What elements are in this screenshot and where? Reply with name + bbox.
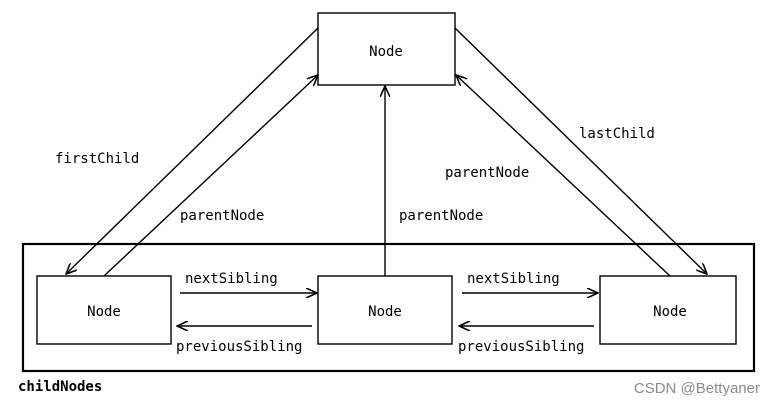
parent-node-label-right: parentNode	[445, 165, 529, 181]
next-sibling-label-2: nextSibling	[467, 271, 560, 287]
last-child-node-box: Node	[599, 275, 737, 345]
middle-child-node-label: Node	[368, 304, 402, 320]
previous-sibling-label-1: previousSibling	[176, 339, 302, 355]
parent-node-label-middle: parentNode	[399, 208, 483, 224]
next-sibling-label-1: nextSibling	[185, 271, 278, 287]
last-child-node-label: Node	[653, 304, 687, 320]
last-child-label: lastChild	[579, 126, 655, 142]
first-child-label: firstChild	[55, 151, 139, 167]
parent-node-arrow-right	[456, 75, 671, 277]
last-child-arrow	[454, 27, 707, 274]
first-child-node-box: Node	[36, 275, 172, 345]
first-child-node-label: Node	[87, 304, 121, 320]
childnodes-container	[21, 242, 756, 373]
parent-node-box: Node	[317, 12, 456, 86]
watermark: CSDN @Bettyaner	[634, 380, 760, 397]
parent-node-arrow-left	[103, 75, 318, 277]
first-child-arrow	[66, 27, 319, 274]
parent-node-label-left: parentNode	[180, 208, 264, 224]
middle-child-node-box: Node	[317, 275, 453, 345]
parent-node-label: Node	[369, 44, 403, 60]
previous-sibling-label-2: previousSibling	[458, 339, 584, 355]
childnodes-label: childNodes	[18, 379, 102, 395]
